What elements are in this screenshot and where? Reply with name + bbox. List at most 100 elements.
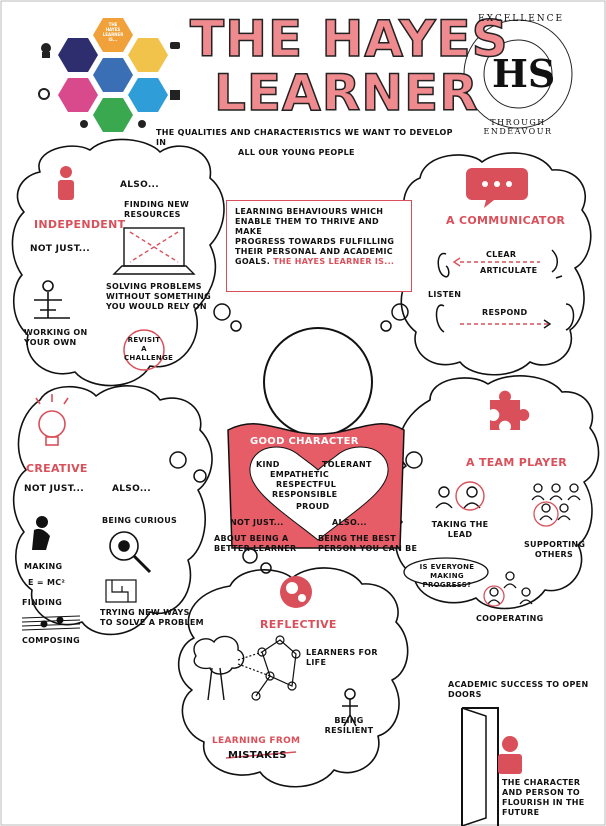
desk-worker-icon — [34, 280, 70, 319]
revisit-label: REVISIT A CHALLENGE — [124, 336, 174, 363]
thinker-icon — [32, 516, 50, 550]
finding-label: FINDING — [22, 598, 63, 607]
subtitle-line-1: THE QUALITIES AND CHARACTERISTICS WE WAN… — [156, 128, 453, 147]
intro-box: LEARNING BEHAVIOURS WHICH ENABLE THEM TO… — [226, 200, 412, 292]
better-learner-label: ABOUT BEING A BETTER LEARNER — [214, 534, 297, 554]
support-group-icon — [531, 483, 581, 527]
better-learner-line-2: BETTER LEARNER — [214, 544, 297, 553]
cooperating-label: COOPERATING — [476, 614, 544, 623]
hex-line-3: LEARNER — [102, 32, 124, 37]
hex-line-2: HAYES — [105, 27, 121, 32]
clear-label: CLEAR — [486, 250, 517, 259]
laptop-icon — [112, 227, 196, 275]
lead-line-2: LEAD — [447, 530, 473, 539]
hex-line-1: THE — [108, 22, 118, 27]
support-line-1: SUPPORTING — [524, 540, 586, 549]
head-gears-icon — [280, 576, 312, 608]
lightbulb-icon — [35, 394, 69, 446]
academic-bottom-line-1: THE CHARACTER — [502, 778, 581, 787]
ear-right-icon — [565, 303, 575, 331]
hex-line-4: IS... — [108, 37, 118, 42]
best-person-line-2: PERSON YOU CAN BE — [318, 544, 418, 553]
team-question-bubble — [403, 557, 489, 587]
creative-cloud — [12, 385, 213, 636]
trying-line-1: TRYING NEW WAYS — [100, 608, 190, 617]
creative-heading: CREATIVE — [26, 462, 88, 475]
solving-line-2: WITHOUT SOMETHING — [106, 292, 211, 301]
independent-also: ALSO... — [120, 180, 159, 190]
music-staff-icon — [21, 615, 81, 631]
lead-line-1: TAKING THE — [431, 520, 489, 529]
articulate-label: ARTICULATE — [480, 266, 538, 275]
network-icon — [237, 635, 301, 701]
person-red-icon — [58, 166, 74, 200]
empathetic-label: EMPATHETIC — [270, 470, 330, 479]
speech-bubble-icon — [466, 168, 528, 208]
academic-bottom-line-3: FLOURISH IN THE — [502, 798, 585, 807]
independent-heading: INDEPENDENT — [34, 218, 126, 231]
formula-label: E = MC² — [28, 578, 66, 587]
page-title-line-2: LEARNER — [213, 64, 479, 122]
face-right-icon — [551, 249, 563, 279]
making-label: MAKING — [24, 562, 63, 571]
trying-label: TRYING NEW WAYS TO SOLVE A PROBLEM — [100, 608, 204, 628]
resilient-line-2: RESILIENT — [324, 726, 374, 735]
revisit-line-2: A — [141, 345, 147, 353]
revisit-line-3: CHALLENGE — [124, 354, 174, 362]
team-question-line-2: MAKING PROGRESS? — [422, 572, 472, 589]
team-question-line-1: IS EVERYONE — [419, 563, 475, 571]
intro-line-1: LEARNING BEHAVIOURS WHICH — [235, 207, 384, 216]
revisit-circle — [123, 329, 165, 371]
logo-monogram: HS — [492, 51, 556, 96]
solving-problems-label: SOLVING PROBLEMS WITHOUT SOMETHING YOU W… — [106, 282, 211, 312]
trying-line-2: TO SOLVE A PROBLEM — [100, 618, 204, 627]
intro-line-5: GOALS. — [235, 257, 271, 266]
composing-label: COMPOSING — [22, 636, 80, 645]
intro-line-5-highlight: THE HAYES LEARNER IS... — [273, 257, 395, 266]
revisit-line-1: REVISIT — [127, 336, 161, 344]
learners-line-1: LEARNERS FOR — [306, 648, 378, 657]
intro-line-2: ENABLE THEM TO THRIVE AND MAKE — [235, 217, 379, 236]
door-person-icon — [498, 736, 522, 774]
hexagon-cluster-icon — [58, 18, 168, 132]
tree-icon — [193, 635, 245, 701]
better-learner-line-1: ABOUT BEING A — [214, 534, 289, 543]
page-title-line-1: THE HAYES — [189, 10, 509, 68]
heart-shape — [249, 446, 389, 541]
solving-line-3: YOU WOULD RELY ON — [106, 302, 207, 311]
kind-label: KIND — [256, 460, 280, 469]
logo-text-bottom: THROUGH ENDEAVOUR — [483, 118, 553, 136]
working-own-label: WORKING ON YOUR OWN — [24, 328, 88, 348]
learning-from-label: LEARNING FROM — [212, 736, 301, 746]
academic-top-label: ACADEMIC SUCCESS TO OPEN DOORS — [448, 680, 588, 700]
maze-icon — [105, 579, 137, 603]
mistakes-label: MISTAKES — [228, 750, 287, 761]
puzzle-piece-icon — [490, 390, 530, 430]
best-person-label: BEING THE BEST PERSON YOU CAN BE — [318, 534, 417, 554]
character-not-just: NOT JUST... — [230, 518, 284, 527]
listen-label: LISTEN — [428, 290, 462, 299]
team-heading: A TEAM PLAYER — [466, 456, 568, 469]
academic-top-line-2: DOORS — [448, 690, 482, 699]
intro-line-4: THEIR PERSONAL AND ACADEMIC — [235, 247, 393, 256]
tolerant-label: TOLERANT — [322, 460, 372, 469]
proud-label: PROUD — [296, 502, 330, 511]
working-line-2: YOUR OWN — [24, 338, 77, 347]
academic-top-line-1: ACADEMIC SUCCESS TO OPEN — [448, 680, 589, 689]
creative-not-just: NOT JUST... — [24, 484, 84, 494]
page-subtitle: THE QUALITIES AND CHARACTERISTICS WE WAN… — [156, 128, 456, 158]
door-icon — [461, 707, 499, 826]
reflective-cloud — [177, 567, 409, 788]
curious-label: BEING CURIOUS — [102, 516, 178, 525]
cooperating-group-icon — [483, 571, 533, 607]
learners-line-2: LIFE — [306, 658, 327, 667]
team-question-label: IS EVERYONE MAKING PROGRESS? — [408, 563, 486, 590]
magnifier-icon — [109, 531, 152, 574]
respond-label: RESPOND — [482, 308, 528, 317]
subtitle-line-2: ALL OUR YOUNG PEOPLE — [238, 148, 355, 157]
ear-left-icon — [437, 252, 450, 278]
resilient-label: BEING RESILIENT — [322, 716, 376, 736]
responsible-label: RESPONSIBLE — [272, 490, 338, 499]
academic-bottom-line-2: AND PERSON TO — [502, 788, 581, 797]
